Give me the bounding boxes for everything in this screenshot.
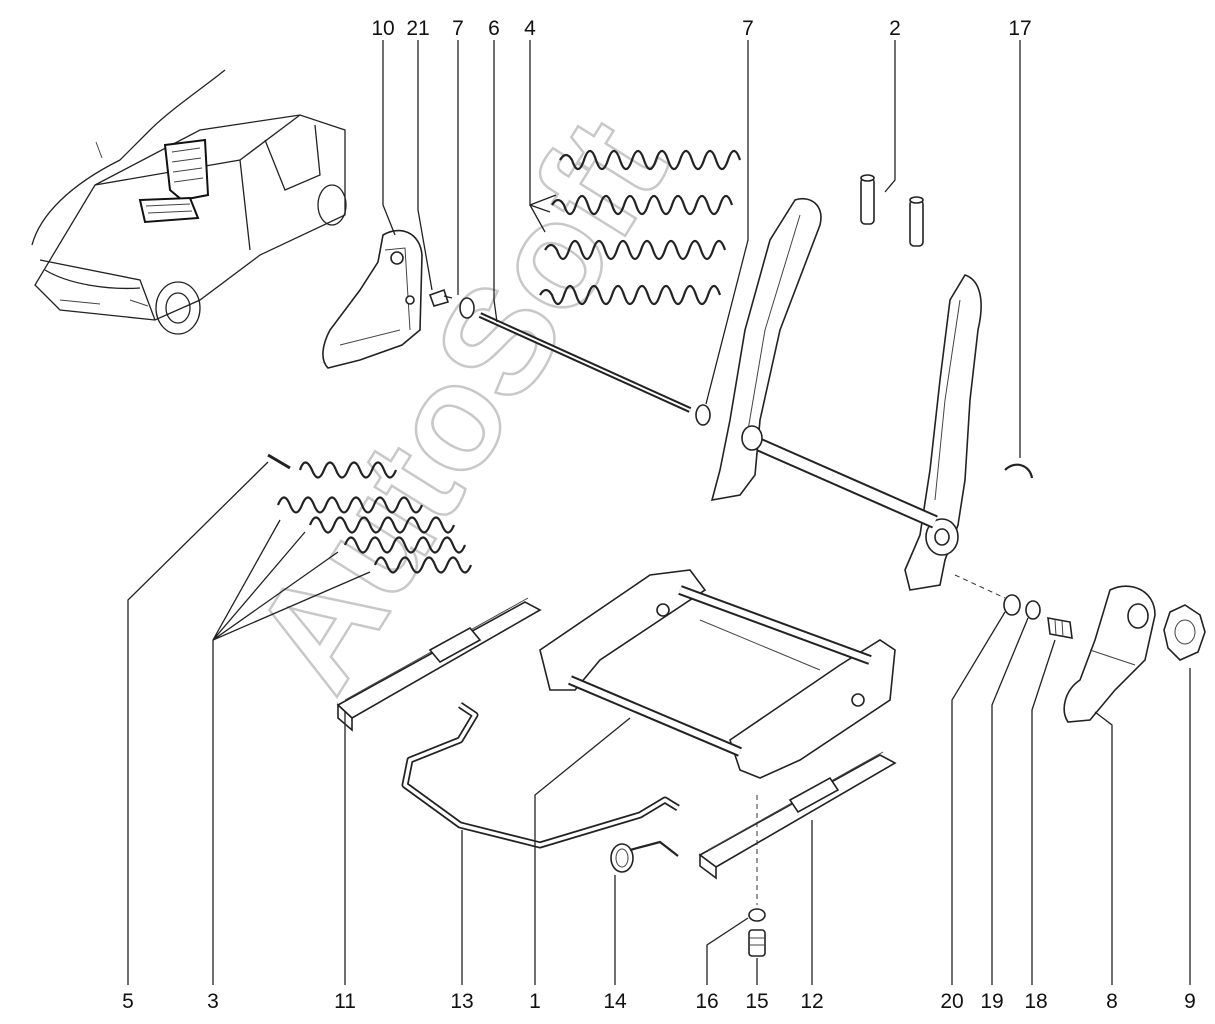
callout-11: 11	[334, 990, 356, 1013]
callouts-top: 10 21 7 6 4 7 2 17	[371, 17, 1031, 40]
callout-3: 3	[207, 990, 219, 1013]
callout-13: 13	[450, 990, 473, 1013]
part-18-bolt	[1047, 617, 1073, 639]
callout-14: 14	[603, 990, 627, 1013]
callout-17: 17	[1008, 17, 1031, 40]
part-21-clip	[428, 288, 453, 307]
callout-6: 6	[488, 17, 500, 40]
callout-5: 5	[122, 990, 134, 1013]
part-10-side-trim	[322, 229, 423, 369]
part-19-washer	[1025, 600, 1041, 620]
callout-4: 4	[524, 17, 536, 40]
part-3-seat-springs	[276, 461, 473, 574]
callout-7-right: 7	[742, 17, 754, 40]
callout-20: 20	[940, 990, 963, 1013]
callout-10: 10	[371, 17, 394, 40]
part-12-right-rail	[698, 751, 897, 880]
callout-7-left: 7	[452, 17, 464, 40]
part-11-left-rail	[336, 597, 542, 732]
car-location-thumbnail	[31, 69, 347, 335]
callout-19: 19	[980, 990, 1003, 1013]
callout-12: 12	[800, 990, 823, 1013]
part-7-washer-left	[459, 297, 475, 319]
part-9-recline-knob	[1163, 604, 1206, 661]
part-4-backrest-springs	[539, 149, 742, 306]
part-16-washer	[748, 908, 766, 922]
callout-18: 18	[1024, 990, 1047, 1013]
part-2-backrest-frame	[710, 174, 982, 591]
callout-2: 2	[889, 17, 901, 40]
callout-9: 9	[1184, 990, 1196, 1013]
callout-8: 8	[1106, 990, 1118, 1013]
part-1-seat-frame	[539, 569, 896, 779]
callouts-bottom: 5 3 11 13 1 14 16 15 12 20 19 18 8 9	[122, 990, 1196, 1013]
leader-lines	[127, 40, 1191, 985]
callout-15: 15	[745, 990, 768, 1013]
part-15-bolt	[748, 929, 766, 957]
part-20-washer	[1003, 594, 1021, 616]
part-13-release-bar	[401, 702, 680, 849]
part-5-pin	[267, 453, 291, 470]
assembly-axis-right	[954, 574, 1006, 599]
callout-1: 1	[529, 990, 541, 1013]
part-17-circlip	[1004, 463, 1034, 479]
part-14-torsion-spring	[610, 840, 679, 873]
part-8-side-trim	[1063, 585, 1156, 723]
callout-16: 16	[695, 990, 718, 1013]
part-6-rod	[478, 312, 692, 413]
part-7-washer-right	[695, 404, 711, 426]
callout-21: 21	[406, 17, 429, 40]
